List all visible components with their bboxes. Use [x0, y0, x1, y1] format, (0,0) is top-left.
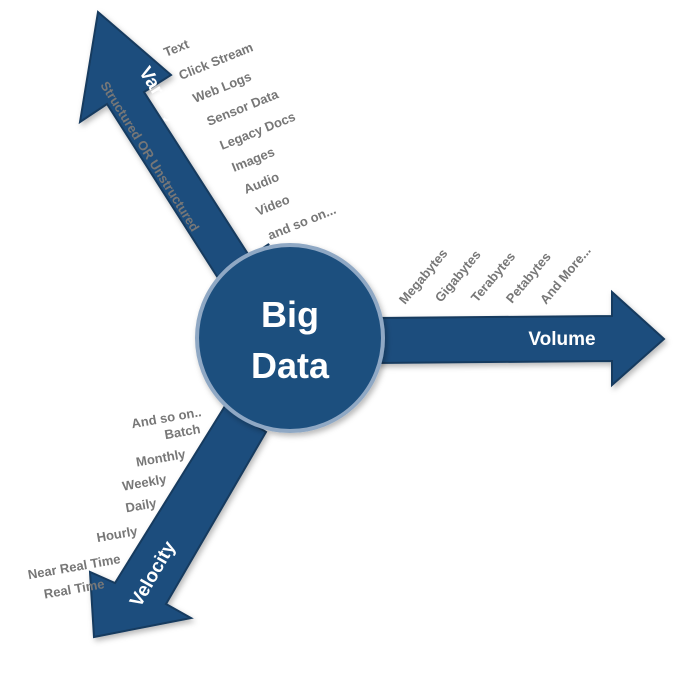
velocity-item: Hourly	[95, 523, 139, 545]
variety-item: Video	[254, 192, 292, 219]
velocity-arrow	[88, 404, 268, 639]
center-title-line1: Big	[261, 294, 319, 335]
center-title-line2: Data	[251, 345, 330, 386]
volume-arrow	[374, 289, 666, 388]
variety-item: Audio	[242, 169, 282, 197]
variety-arrow	[78, 10, 270, 280]
velocity-item: Monthly	[135, 446, 187, 470]
velocity-item: Near Real Time	[27, 551, 122, 582]
big-data-circle	[195, 243, 385, 433]
variety-item: Text	[162, 36, 192, 60]
velocity-item: Daily	[124, 495, 158, 515]
velocity-item: Batch	[163, 421, 201, 442]
variety-item: Images	[230, 144, 277, 175]
velocity-item: Weekly	[121, 471, 168, 494]
volume-items: Megabytes Gigabytes Terabytes Petabytes …	[396, 243, 594, 307]
volume-title: Volume	[528, 329, 595, 350]
